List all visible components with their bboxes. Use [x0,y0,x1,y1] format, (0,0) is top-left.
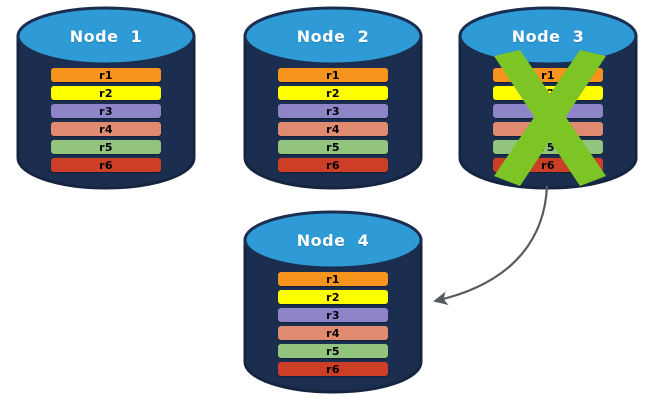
curved-arrow-icon [433,185,549,305]
row-bar[interactable]: r4 [51,122,161,136]
row-label: r4 [99,122,113,136]
row-bar[interactable]: r5 [51,140,161,154]
row-label: r4 [541,122,555,136]
row-bar[interactable]: r3 [493,104,603,118]
row-label: r5 [326,140,340,154]
row-label: r6 [326,158,340,172]
node-cylinder-4[interactable]: Node 4 r1 r2 r3 r4 r5 r6 [243,210,423,394]
row-label: r5 [99,140,113,154]
row-bar[interactable]: r5 [278,344,388,358]
row-label: r5 [326,344,340,358]
row-label: r2 [326,86,340,100]
row-label: r4 [326,326,340,340]
row-label: r3 [99,104,113,118]
row-list: r1 r2 r3 r4 r5 r6 [243,68,423,172]
row-bar[interactable]: r6 [278,362,388,376]
row-list: r1 r2 r3 r4 r5 r6 [16,68,196,172]
row-bar[interactable]: r3 [278,308,388,322]
row-bar[interactable]: r2 [493,86,603,100]
row-label: r1 [326,272,340,286]
row-label: r3 [326,104,340,118]
row-bar[interactable]: r2 [278,86,388,100]
row-bar[interactable]: r3 [278,104,388,118]
row-bar[interactable]: r4 [278,326,388,340]
row-label: r2 [99,86,113,100]
node-cylinder-1[interactable]: Node 1 r1 r2 r3 r4 r5 r6 [16,6,196,190]
row-bar[interactable]: r5 [278,140,388,154]
row-label: r3 [541,104,555,118]
row-bar[interactable]: r2 [278,290,388,304]
row-label: r1 [99,68,113,82]
row-list: r1 r2 r3 r4 r5 r6 [458,68,638,172]
row-bar[interactable]: r6 [493,158,603,172]
node-cylinder-2[interactable]: Node 2 r1 r2 r3 r4 r5 r6 [243,6,423,190]
row-bar[interactable]: r6 [278,158,388,172]
row-label: r2 [326,290,340,304]
node-cylinder-3[interactable]: Node 3 r1 r2 r3 r4 r5 r6 [458,6,638,190]
row-label: r1 [326,68,340,82]
row-label: r2 [541,86,555,100]
row-label: r6 [99,158,113,172]
row-label: r5 [541,140,555,154]
row-bar[interactable]: r2 [51,86,161,100]
row-bar[interactable]: r1 [278,68,388,82]
row-label: r6 [326,362,340,376]
row-bar[interactable]: r1 [493,68,603,82]
row-bar[interactable]: r4 [278,122,388,136]
row-bar[interactable]: r5 [493,140,603,154]
row-bar[interactable]: r1 [51,68,161,82]
row-bar[interactable]: r1 [278,272,388,286]
row-bar[interactable]: r4 [493,122,603,136]
row-label: r1 [541,68,555,82]
row-label: r6 [541,158,555,172]
row-bar[interactable]: r6 [51,158,161,172]
row-list: r1 r2 r3 r4 r5 r6 [243,272,423,376]
row-label: r3 [326,308,340,322]
row-bar[interactable]: r3 [51,104,161,118]
row-label: r4 [326,122,340,136]
